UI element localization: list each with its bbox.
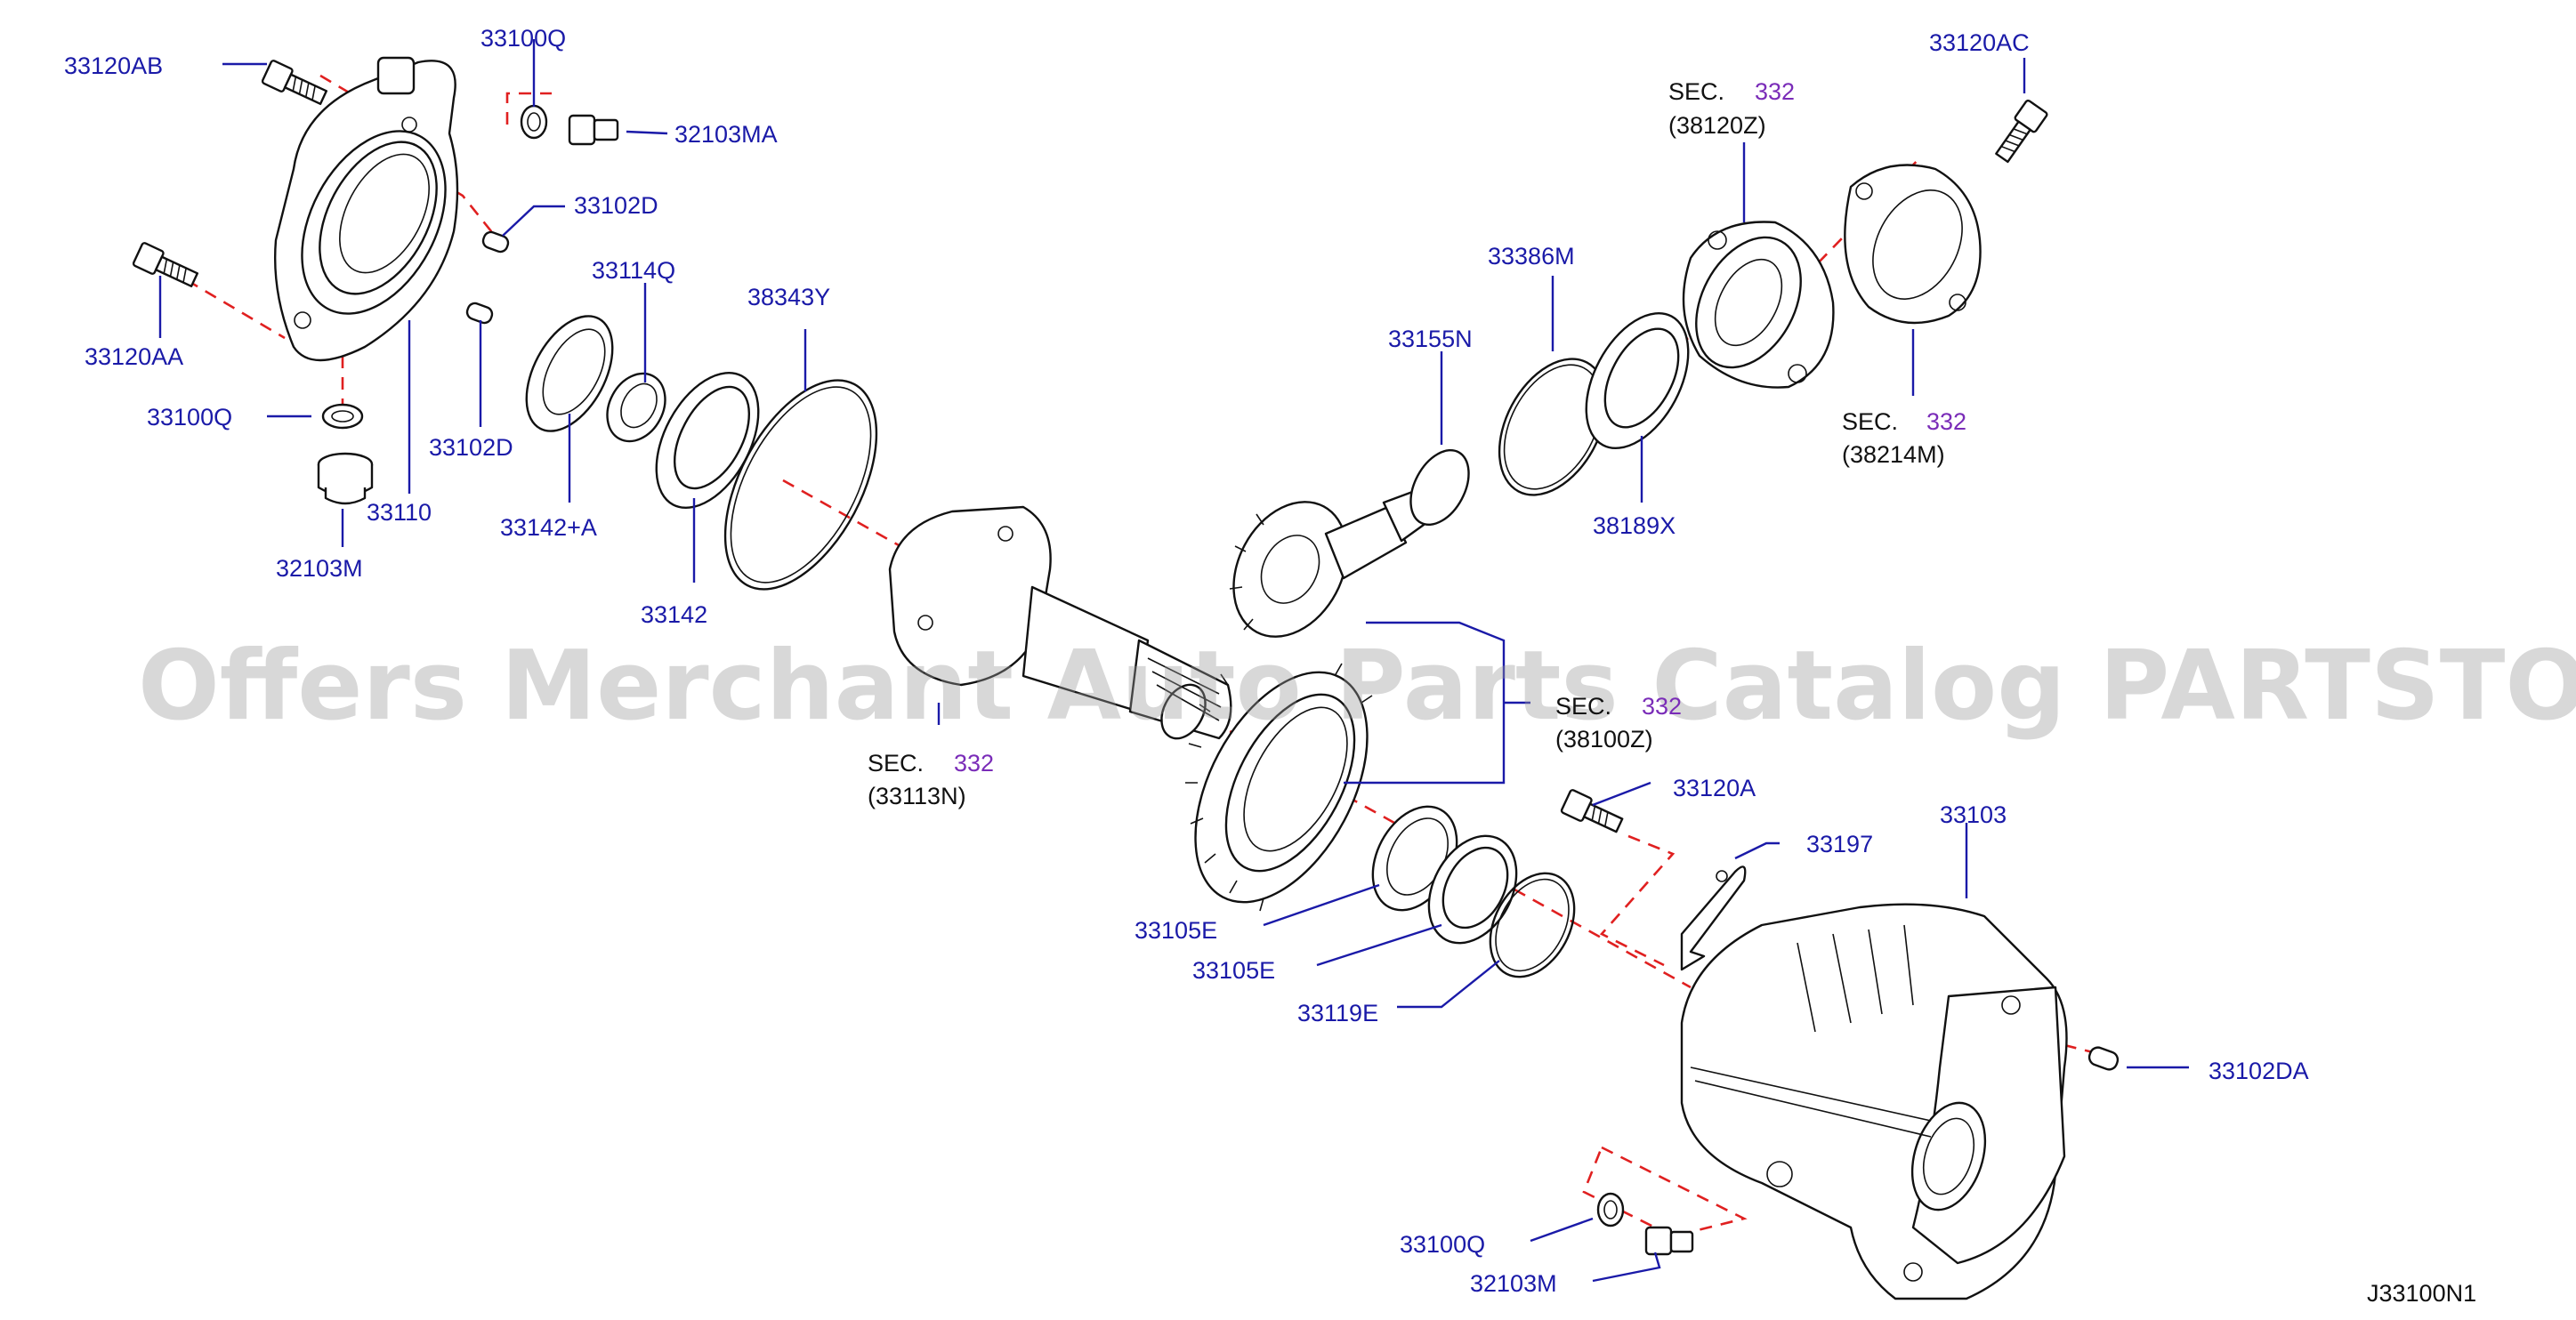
ring-33119E-illustration[interactable] [1474,859,1591,992]
oring-33386M-illustration[interactable] [1478,341,1628,513]
bolt-33120AC-illustration[interactable] [1991,99,2048,165]
front-housing-33110-illustration[interactable] [273,56,475,362]
label-33102D-top[interactable]: 33102D [574,192,658,219]
plug-32103MA-illustration[interactable] [568,114,619,146]
label-32103M-left[interactable]: 32103M [276,555,363,582]
label-33110[interactable]: 33110 [367,499,432,526]
svg-text:(33113N): (33113N) [868,783,966,809]
washer-33100Q-top-illustration[interactable] [520,104,548,140]
section-ref-38214M[interactable]: SEC. 332 (38214M) [1842,408,1966,468]
washer-33100Q-low-illustration[interactable] [1596,1192,1625,1227]
svg-text:332: 332 [1642,693,1682,720]
shim-33155N-illustration[interactable] [1399,440,1481,535]
label-33100Q-low[interactable]: 33100Q [1400,1231,1485,1258]
label-33114Q[interactable]: 33114Q [592,257,675,284]
label-33197[interactable]: 33197 [1806,831,1873,857]
label-38189X[interactable]: 38189X [1593,512,1676,539]
svg-text:(38214M): (38214M) [1842,441,1945,468]
dowel-33102D-low-illustration[interactable] [465,302,494,325]
watermark-text: Offers Merchant Auto Parts Catalog PARTS… [138,631,2576,742]
label-33103[interactable]: 33103 [1940,801,2007,828]
svg-text:332: 332 [1926,408,1966,435]
label-32103M-low[interactable]: 32103M [1470,1270,1557,1297]
label-33105E-2[interactable]: 33105E [1192,957,1275,984]
svg-text:SEC.: SEC. [1842,408,1898,435]
bracket-33197-illustration[interactable] [1680,865,1747,971]
plug-32103M-left-illustration[interactable] [317,452,374,505]
gasket-38214M-illustration[interactable] [1844,164,1982,325]
label-33120AC[interactable]: 33120AC [1929,29,2030,56]
svg-text:(38100Z): (38100Z) [1555,726,1653,753]
race-33114Q-illustration[interactable] [596,364,677,452]
oring-38343Y-illustration[interactable] [694,356,908,614]
ring-gear-38100Z-illustration[interactable] [1160,644,1403,930]
diagram-code: J33100N1 [2367,1280,2476,1307]
label-33119E[interactable]: 33119E [1297,1000,1378,1026]
svg-text:SEC.: SEC. [1555,693,1611,720]
bearing-housing-38120Z-illustration[interactable] [1675,220,1835,389]
bolt-33120A-illustration[interactable] [1560,789,1625,836]
svg-text:SEC.: SEC. [868,750,924,777]
label-33386M[interactable]: 33386M [1488,243,1575,270]
shaft-assembly-33113N-illustration[interactable] [888,505,1232,746]
leader-lines [158,39,2189,1283]
label-33100Q-left[interactable]: 33100Q [147,404,232,431]
section-ref-38100Z[interactable]: SEC. 332 (38100Z) [1555,693,1682,753]
seal-33142A-illustration[interactable] [509,302,630,445]
label-38343Y[interactable]: 38343Y [747,284,830,310]
seal-38189X-illustration[interactable] [1565,296,1709,465]
part-labels: 33120AB 33100Q 32103MA 33102D 33120AA 33… [64,25,2309,1297]
label-33105E-1[interactable]: 33105E [1135,917,1217,944]
svg-text:332: 332 [954,750,994,777]
dowel-33102DA-illustration[interactable] [2087,1045,2120,1072]
section-ref-38120Z[interactable]: SEC. 332 (38120Z) [1668,78,1795,139]
svg-text:SEC.: SEC. [1668,78,1724,105]
label-33142A[interactable]: 33142+A [500,514,597,541]
svg-text:332: 332 [1755,78,1795,105]
label-33142[interactable]: 33142 [641,601,707,628]
pinion-gear-illustration[interactable] [1211,482,1425,656]
label-33100Q-top[interactable]: 33100Q [480,25,566,52]
svg-text:(38120Z): (38120Z) [1668,112,1766,139]
washer-33100Q-left-illustration[interactable] [321,403,364,430]
label-33120AB[interactable]: 33120AB [64,52,163,79]
label-33102DA[interactable]: 33102DA [2209,1058,2309,1084]
label-32103MA[interactable]: 32103MA [674,121,778,148]
seal-33142-illustration[interactable] [635,356,779,525]
section-ref-33113N[interactable]: SEC. 332 (33113N) [868,750,994,809]
plug-32103M-low-illustration[interactable] [1644,1226,1694,1256]
main-case-33103-illustration[interactable] [1680,903,2068,1300]
label-33102D-low[interactable]: 33102D [429,434,513,461]
dowel-33102D-top-illustration[interactable] [481,230,510,254]
label-33155N[interactable]: 33155N [1388,326,1473,352]
label-33120A[interactable]: 33120A [1673,775,1756,801]
bolt-33120AB-illustration[interactable] [261,60,328,109]
bolt-33120AA-illustration[interactable] [132,242,199,291]
label-33120AA[interactable]: 33120AA [85,343,183,370]
